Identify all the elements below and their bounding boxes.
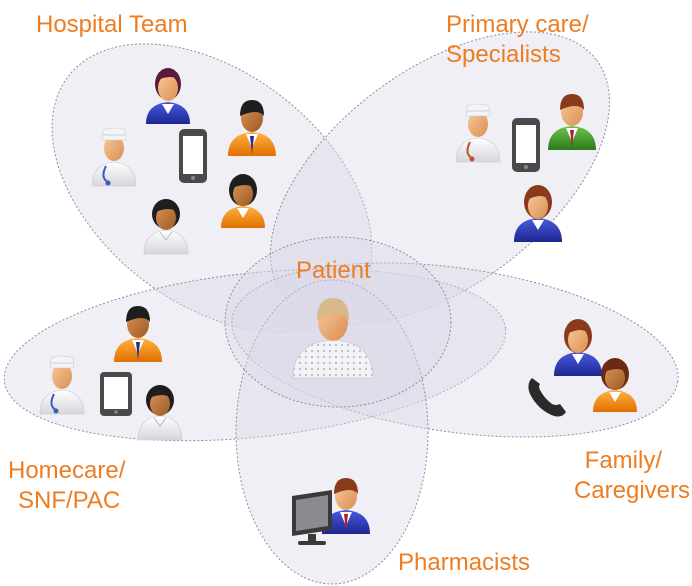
computer-monitor-icon: [292, 490, 332, 545]
woman-orange-icon: [221, 174, 265, 228]
primary-care-icons: [455, 94, 596, 242]
label-homecare: Homecare/ SNF/PAC: [8, 456, 125, 516]
label-hospital-team-text: Hospital Team: [36, 11, 188, 38]
tablet-icon: [100, 372, 132, 416]
patient-icon: [292, 298, 374, 379]
petal-pharmacists: [235, 279, 429, 585]
label-patient: Patient: [296, 256, 371, 286]
doctor-icon: [39, 355, 85, 415]
nurse-icon: [143, 199, 189, 255]
nurse-icon: [137, 385, 183, 441]
petal-primary-care: [270, 31, 610, 325]
label-patient-text: Patient: [296, 257, 371, 284]
doctor-icon: [91, 127, 137, 187]
label-pharmacists: Pharmacists: [398, 548, 530, 578]
label-primary-care-line1: Primary care/: [446, 11, 589, 38]
label-family: Family/ Caregivers: [574, 446, 690, 506]
hospital-team-icons: [91, 68, 276, 255]
man-orange-icon: [114, 306, 162, 362]
label-pharmacists-text: Pharmacists: [398, 549, 531, 576]
man-orange-icon: [228, 100, 276, 156]
woman-blue-icon: [554, 319, 602, 376]
smartphone-icon: [512, 118, 540, 172]
woman-orange-icon: [593, 358, 637, 412]
woman-blue-icon: [514, 185, 562, 242]
label-family-line2: Caregivers: [573, 477, 690, 504]
label-primary-care-line2: Specialists: [446, 41, 561, 68]
telephone-icon: [528, 378, 566, 417]
family-icons: [528, 319, 637, 417]
smartphone-icon: [179, 129, 207, 183]
man-green-icon: [548, 94, 596, 150]
label-homecare-line2: SNF/PAC: [18, 487, 121, 514]
label-primary-care: Primary care/ Specialists: [446, 10, 589, 70]
pharmacist-icon: [322, 478, 370, 534]
label-homecare-line1: Homecare/: [8, 457, 126, 484]
label-hospital-team: Hospital Team: [36, 10, 188, 40]
doctor-icon: [455, 103, 501, 163]
woman-purple-icon: [146, 68, 190, 124]
label-family-line1: Family/: [584, 447, 662, 474]
petal-hospital-team: [51, 43, 373, 333]
homecare-icons: [39, 306, 183, 441]
pharmacy-icons: [292, 478, 370, 545]
